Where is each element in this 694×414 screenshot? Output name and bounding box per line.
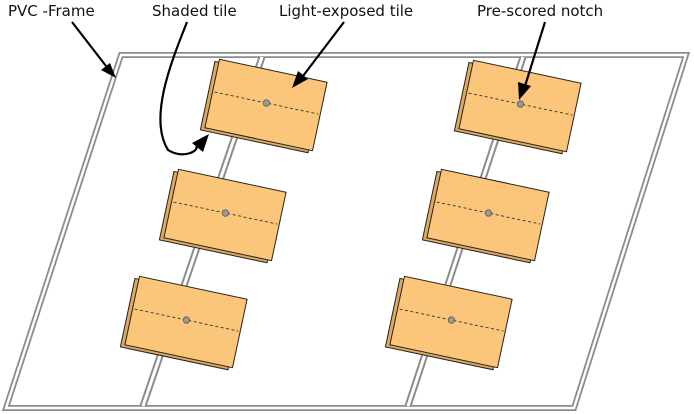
notch-dot — [262, 99, 271, 107]
label-shaded-tile: Shaded tile — [152, 2, 237, 20]
label-pre-scored-notch: Pre-scored notch — [477, 2, 603, 20]
arrow-pvc-frame — [71, 21, 116, 78]
pvc-frame — [1, 52, 691, 411]
score-line — [436, 201, 541, 225]
notch-dot — [221, 209, 230, 217]
tile — [421, 168, 550, 264]
score-line — [134, 308, 239, 332]
notch-dot — [447, 316, 456, 324]
score-line — [468, 92, 573, 116]
label-pvc-frame: PVC -Frame — [8, 2, 95, 20]
arrow-light-exposed-tile — [292, 21, 345, 88]
tile — [119, 275, 248, 371]
score-line — [399, 308, 504, 332]
tile — [453, 59, 582, 155]
label-light-exposed-tile: Light-exposed tile — [279, 2, 413, 20]
tile — [199, 58, 328, 154]
arrow-shaded-tile — [159, 21, 209, 156]
score-line — [214, 91, 319, 115]
notch-dot — [182, 316, 191, 324]
notch-dot — [484, 209, 493, 217]
score-line — [173, 201, 278, 225]
tile — [158, 168, 287, 264]
arrow-pre-scored-notch — [518, 21, 547, 100]
tile — [384, 275, 513, 371]
notch-dot — [516, 100, 525, 108]
tiles — [119, 58, 582, 371]
